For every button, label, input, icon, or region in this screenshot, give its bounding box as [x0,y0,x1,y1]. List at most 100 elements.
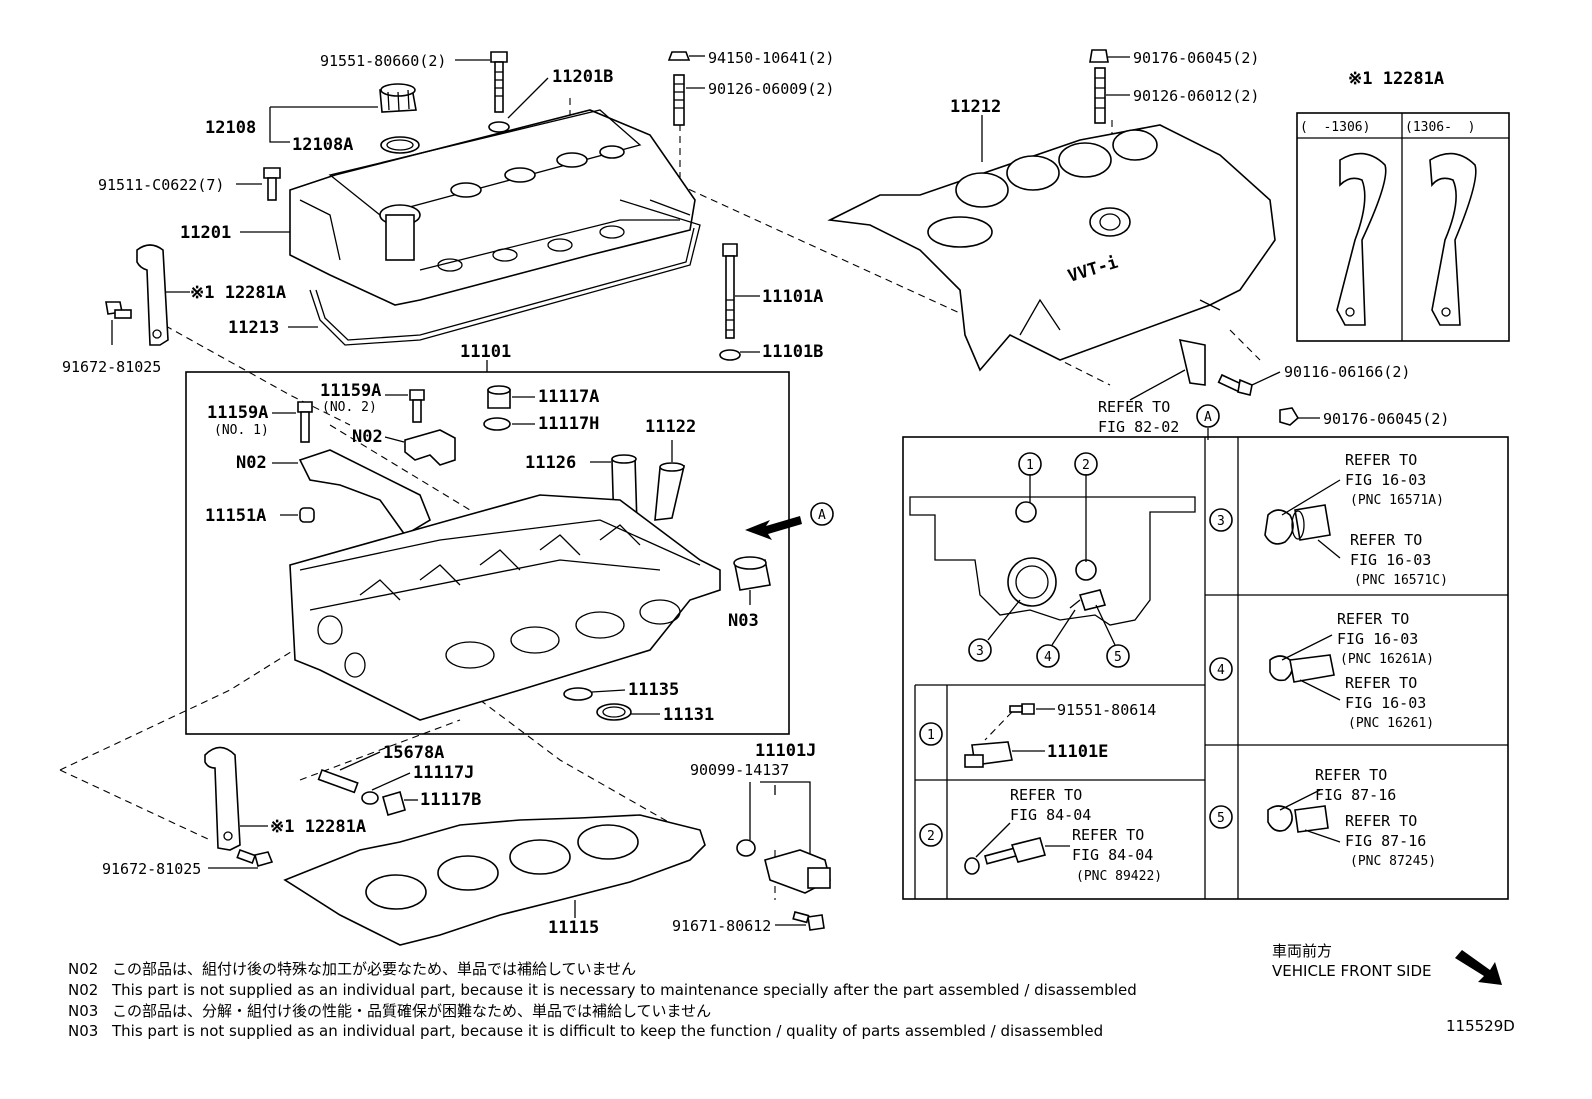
bolt-91511-c0622 [263,167,281,201]
view-a-detail [902,404,1509,900]
sensor-row2 [984,837,1047,865]
view-a-arrow [745,502,834,540]
label-11135: 11135 [628,680,679,700]
label-91672-top: 91672-81025 [62,358,161,376]
callout-a-main: A [818,508,826,523]
label-11159a-no1: 11159A [207,403,268,423]
callout-2-row: 2 [927,829,935,844]
washer-11201b [488,121,510,133]
label-11117h: 11117H [538,414,599,434]
oil-filler-cap-12108 [379,83,417,113]
vehicle-front-indicator: 車両前方 VEHICLE FRONT SIDE [1272,942,1502,985]
bolt-11159a-no2 [409,389,425,423]
gasket-row2 [964,857,980,875]
valve-cover-11201 [289,109,696,306]
label-12281a-bottom: ※1 12281A [270,817,366,837]
label-refer-cover-1: REFER TO [1098,398,1170,416]
callout-3-head: 3 [976,644,984,659]
label-90126-06009: 90126-06009(2) [708,80,834,98]
label-n03: N03 [728,611,759,631]
label-11159a-no2-sub: (NO. 2) [322,400,377,415]
front-label-en: VEHICLE FRONT SIDE [1272,962,1432,980]
row3-refer-b2: FIG 16-03 [1350,551,1431,569]
label-91551-80614: 91551-80614 [1057,701,1156,719]
gasket-11117h [483,417,511,431]
label-range-left: ( -1306) [1300,120,1370,135]
label-refer-cover-2: FIG 82-02 [1098,418,1179,436]
note-code-3: N03 [68,1002,98,1020]
bolt-91671 [792,911,825,931]
label-n02-a: N02 [352,427,383,447]
clamp-16261a [1269,655,1293,682]
label-12281a-top-left: ※1 12281A [190,283,286,303]
hanger-variants-box [1296,112,1510,342]
label-11117b: 11117B [420,790,481,810]
label-11101: 11101 [460,342,511,362]
label-n02-b: N02 [236,453,267,473]
front-arrow-icon [1455,950,1502,985]
label-15678a: 15678A [383,743,444,763]
bolt-11159a-no1 [297,401,313,443]
callout-5-head: 5 [1114,650,1122,665]
label-11213: 11213 [228,318,279,338]
row5-pnc: (PNC 87245) [1350,854,1436,869]
label-90126-06012: 90126-06012(2) [1133,87,1259,105]
label-11115: 11115 [548,918,599,938]
row5-refer-a2: FIG 87-16 [1315,786,1396,804]
row4-refer-a1: REFER TO [1337,610,1409,628]
label-90099: 90099-14137 [690,761,789,779]
part-labels: 91551-80660(2) 11201B 94150-10641(2) 901… [62,49,1475,938]
callout-2-head: 2 [1082,458,1090,473]
label-91551-80660: 91551-80660(2) [320,52,446,70]
label-11101j: 11101J [755,741,816,761]
row5-refer-a1: REFER TO [1315,766,1387,784]
hose-16261 [1289,654,1335,683]
cam-cap-no1 [298,449,431,537]
row3-refer-b1: REFER TO [1350,531,1422,549]
bolt-91551-80614 [1009,703,1035,715]
gasket-11213 [309,199,701,346]
row4-refer-b1: REFER TO [1345,674,1417,692]
stud-90126-06012 [1094,67,1106,124]
view-a-labels: A A 1 2 3 4 5 1 2 3 4 5 91551-80614 1110… [818,410,1448,884]
clamp-87245 [1267,805,1293,832]
label-90176-top: 90176-06045(2) [1133,49,1259,67]
hose-87245 [1294,805,1329,833]
label-12108a: 12108A [292,135,353,155]
gasket-11117j [361,791,379,805]
head-gasket-11115 [283,814,706,946]
label-11101a: 11101A [762,287,823,307]
label-11101e: 11101E [1047,742,1108,762]
tube-11122 [654,465,686,521]
row4-pnc-a: (PNC 16261A) [1340,652,1434,667]
gasket-11135 [563,687,593,701]
row2-refer-b1: REFER TO [1072,826,1144,844]
label-11201b: 11201B [552,67,613,87]
engine-hanger-12281a-bottom [204,746,241,851]
label-11212: 11212 [950,97,1001,117]
row2-refer-a1: REFER TO [1010,786,1082,804]
hose-16571c [1294,504,1331,541]
label-11101b: 11101B [762,342,823,362]
footnotes: N02 この部品は、組付け後の特殊な加工が必要なため、単品では補給していません … [68,960,1137,1040]
hose-clamp-16571a [1264,509,1294,545]
label-90116: 90116-06166(2) [1284,363,1410,381]
pin-11151a [299,507,315,523]
label-11201: 11201 [180,223,231,243]
pin-15678a [317,768,359,794]
engine-cover-11212 [827,124,1276,372]
stud-90126-06009 [673,74,685,126]
row2-pnc: (PNC 89422) [1076,869,1162,884]
label-11117a: 11117A [538,387,599,407]
row5-refer-b1: REFER TO [1345,812,1417,830]
label-11122: 11122 [645,417,696,437]
callout-4-head: 4 [1044,650,1052,665]
label-91511: 91511-C0622(7) [98,176,224,194]
label-94150: 94150-10641(2) [708,49,834,67]
label-11126: 11126 [525,453,576,473]
sensor-11101e [964,741,1013,768]
label-91672-bottom: 91672-81025 [102,860,201,878]
plug-11117a [487,385,511,409]
row4-refer-a2: FIG 16-03 [1337,630,1418,648]
